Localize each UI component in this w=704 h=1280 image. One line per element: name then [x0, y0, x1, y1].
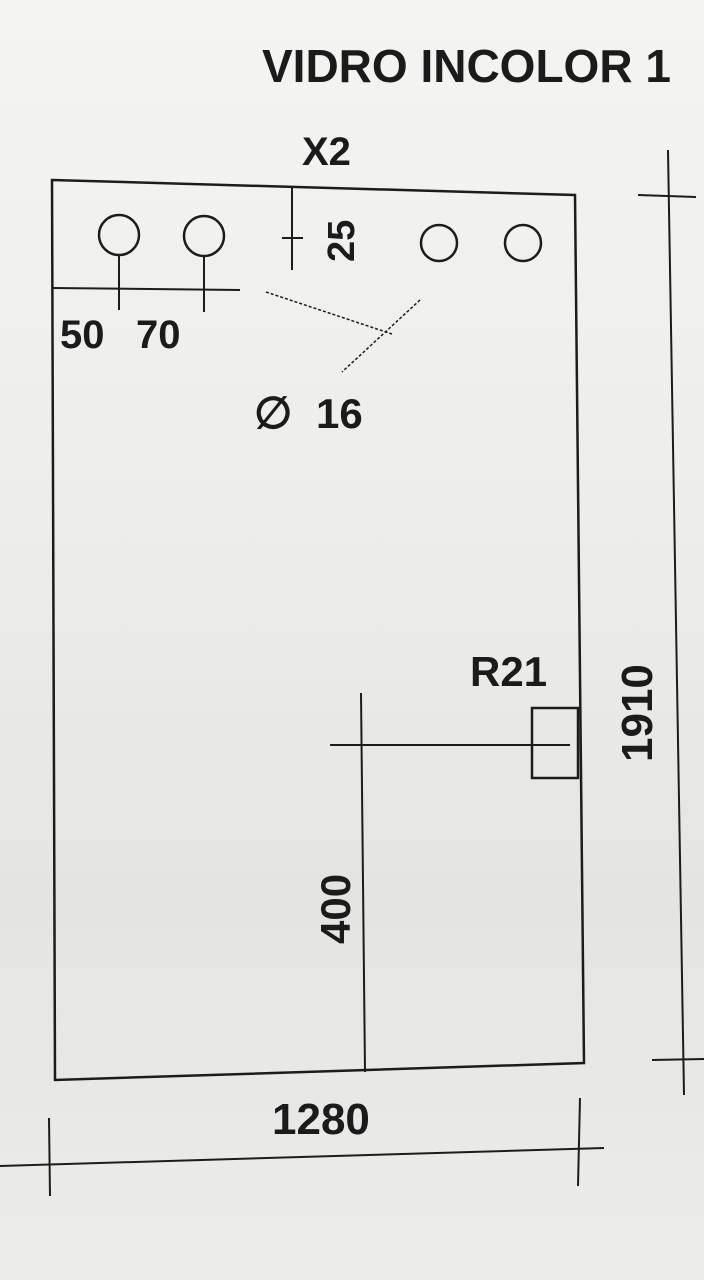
overall-height-label: 1910 — [613, 664, 662, 762]
hole-spacing-b-label: 70 — [136, 313, 181, 357]
hole-spacing-a-label: 50 — [60, 313, 105, 357]
cutout-height-line — [360, 692, 366, 1073]
hole-4 — [503, 223, 543, 263]
hole-diameter-label: 16 — [316, 390, 363, 437]
hole-3 — [419, 223, 459, 263]
cutout-radius-label: R21 — [470, 648, 547, 695]
cutout-notch — [530, 706, 580, 780]
diameter-leader-2 — [341, 299, 421, 373]
edge-offset-label: 25 — [321, 220, 363, 262]
height-dimension-line — [667, 149, 685, 1096]
cutout-height-label: 400 — [312, 874, 359, 944]
drawing-title: VIDRO INCOLOR 1 — [262, 40, 671, 92]
height-dimension-tick-top — [637, 194, 697, 198]
width-dimension-tick-left — [48, 1117, 51, 1197]
height-dimension-tick-bottom — [651, 1058, 704, 1061]
quantity-label: X2 — [302, 130, 351, 174]
hole-2 — [182, 214, 226, 258]
diameter-icon: ∅ — [254, 389, 292, 438]
width-dimension-line — [0, 1147, 605, 1167]
width-dimension-tick-right — [577, 1097, 581, 1187]
glass-panel-outline — [50, 178, 586, 1082]
diameter-leader-1 — [265, 291, 393, 335]
hole-1 — [97, 213, 141, 257]
overall-width-label: 1280 — [272, 1095, 370, 1144]
hole-spacing-baseline — [51, 287, 241, 291]
